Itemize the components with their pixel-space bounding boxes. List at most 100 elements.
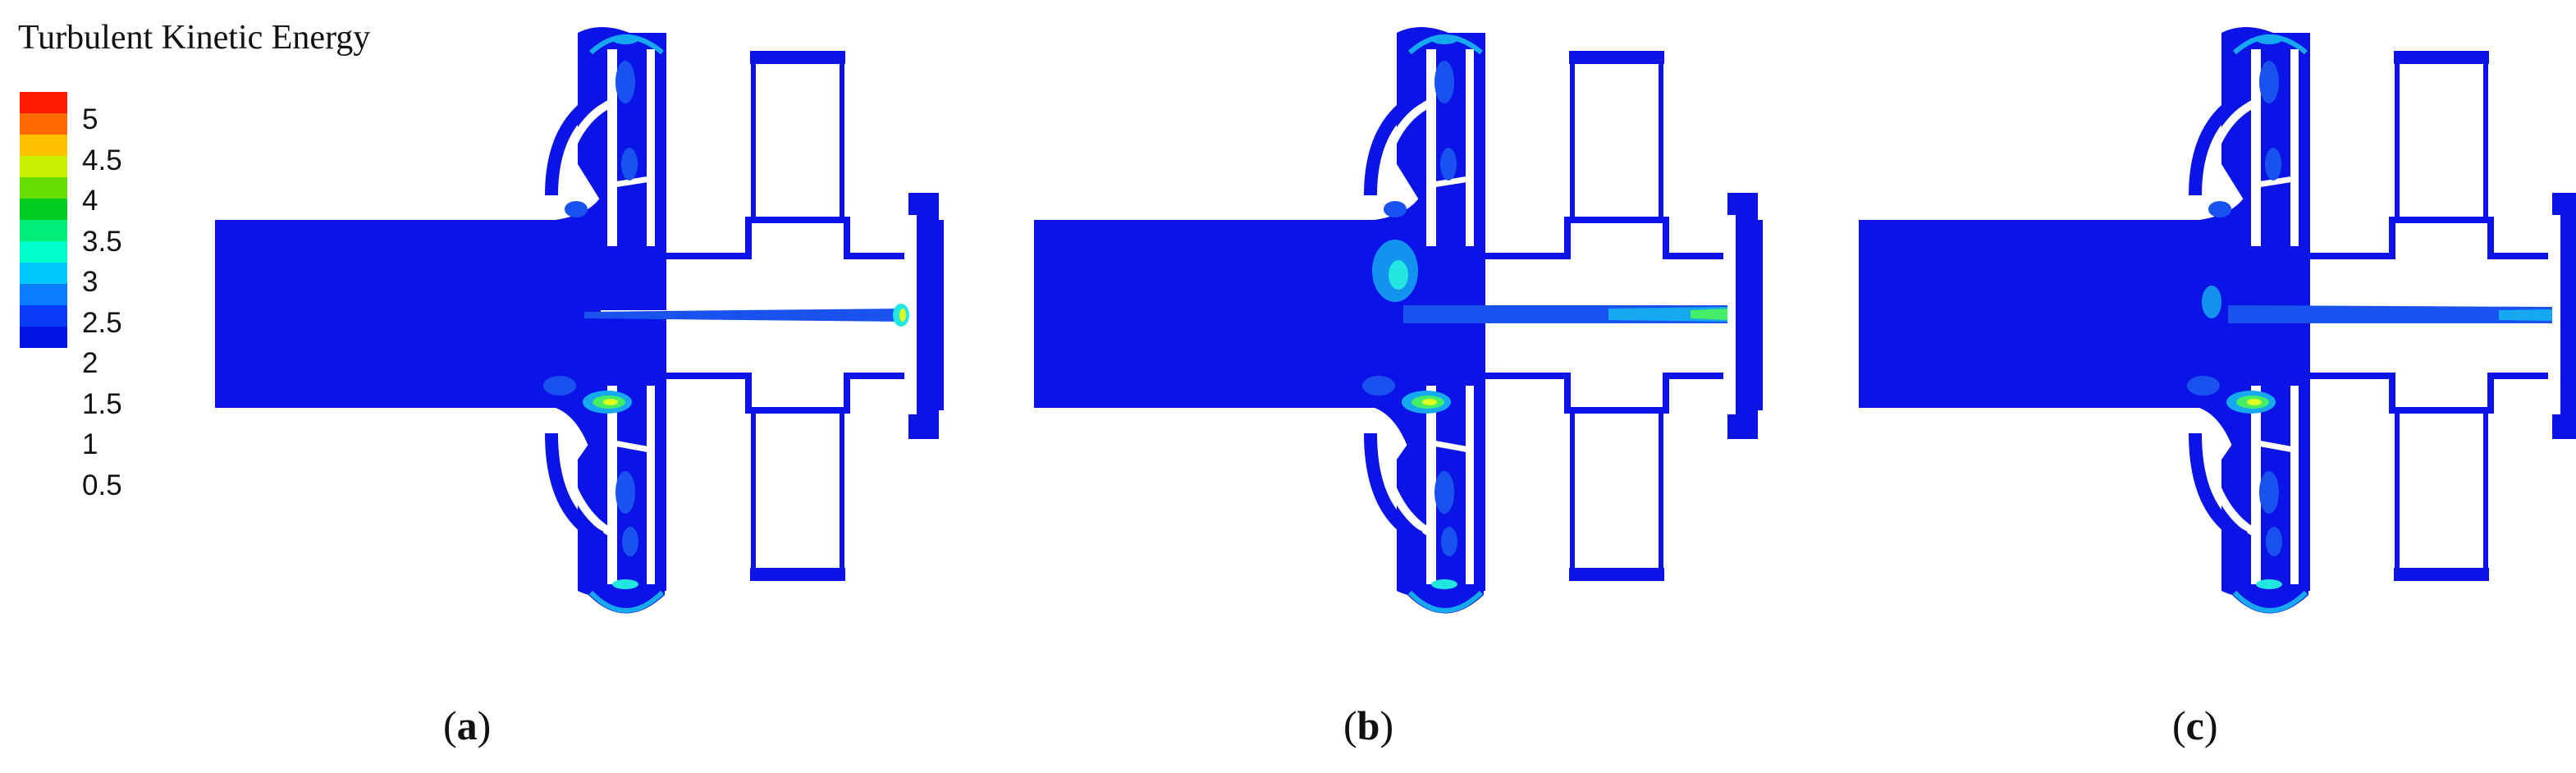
eddy-cyan bbox=[1431, 579, 1457, 589]
legend-swatch bbox=[20, 241, 67, 263]
rear-housing-top bbox=[2395, 64, 2488, 220]
eddy-cyan bbox=[612, 34, 638, 44]
eddy bbox=[1362, 376, 1395, 396]
eddy bbox=[565, 201, 588, 217]
rear-casing-outline bbox=[1484, 217, 1723, 414]
rear-housing-top-bar bbox=[1569, 51, 1664, 64]
eddy-cyan bbox=[2256, 579, 2282, 589]
panel-c bbox=[1859, 27, 2576, 614]
eddy-cyan bbox=[1431, 34, 1457, 44]
shaft-jet-hot bbox=[1691, 309, 1727, 320]
volute-bottom-rim bbox=[1407, 590, 1484, 613]
legend-swatch bbox=[20, 327, 67, 348]
eddy bbox=[1441, 527, 1457, 556]
blade-gap-lower bbox=[607, 386, 617, 584]
eddy bbox=[621, 148, 638, 181]
eddy bbox=[2259, 471, 2279, 514]
shaft-flange bbox=[1727, 193, 1763, 439]
legend-tick-label: 3.5 bbox=[82, 225, 122, 258]
caption-b: (b) bbox=[1343, 702, 1394, 748]
blade-stub-upper bbox=[2257, 176, 2295, 188]
legend-tick-label: 1.5 bbox=[82, 387, 122, 420]
shaft-jet-mid bbox=[2499, 309, 2552, 321]
rear-housing-bottom-bar bbox=[2394, 568, 2489, 581]
eye-hotspot-core bbox=[1422, 399, 1437, 405]
eddy bbox=[2259, 61, 2279, 103]
blade-curve-lower bbox=[556, 430, 615, 537]
legend-tick-label: 4 bbox=[82, 185, 98, 217]
shaft-jet bbox=[584, 309, 904, 322]
blade-gap-lower-2 bbox=[647, 386, 655, 584]
panel-b bbox=[1034, 27, 1763, 614]
caption-c: (c) bbox=[2172, 702, 2218, 748]
eddy-cyan bbox=[2256, 34, 2282, 44]
inlet-vortex bbox=[2202, 286, 2221, 318]
eddy bbox=[2208, 201, 2231, 217]
blade-gap-lower bbox=[1426, 386, 1436, 584]
caption-label-c: c bbox=[2185, 702, 2204, 748]
eddy-cyan bbox=[612, 579, 638, 589]
blade-gap-upper-2 bbox=[647, 49, 655, 246]
rear-housing-bottom-bar bbox=[750, 568, 845, 581]
eddy bbox=[2187, 376, 2220, 396]
rear-housing-bottom-bar bbox=[1569, 568, 1664, 581]
eddy bbox=[1434, 471, 1454, 514]
legend-swatch bbox=[20, 263, 67, 284]
front-shroud-lower bbox=[545, 432, 604, 544]
eddy bbox=[2266, 527, 2282, 556]
legend-tick-label: 0.5 bbox=[82, 469, 122, 501]
rear-housing-top bbox=[1570, 64, 1663, 220]
blade-curve-lower bbox=[1375, 430, 1434, 537]
shaft-flange bbox=[908, 193, 944, 439]
blade-curve-upper bbox=[2199, 98, 2258, 198]
blade-stub-lower bbox=[613, 440, 651, 453]
legend-swatch bbox=[20, 92, 67, 113]
legend-tick-label: 2 bbox=[82, 347, 98, 379]
eddy bbox=[2265, 148, 2281, 181]
rear-casing-outline bbox=[2308, 217, 2548, 414]
blade-gap-lower bbox=[2251, 386, 2261, 584]
legend-tick-label: 1 bbox=[82, 428, 98, 460]
legend-swatch bbox=[20, 220, 67, 241]
caption-a: (a) bbox=[443, 702, 492, 748]
shaft-flange bbox=[2552, 193, 2576, 439]
legend-swatch bbox=[20, 113, 67, 135]
volute-bottom-rim bbox=[588, 590, 665, 613]
inlet-vortex-core bbox=[1389, 260, 1408, 290]
front-shroud-upper bbox=[2189, 90, 2248, 196]
inlet-pipe bbox=[1859, 197, 2244, 492]
blade-curve-upper bbox=[556, 98, 615, 198]
blade-gap-lower-2 bbox=[2290, 386, 2299, 584]
eddy bbox=[1384, 201, 1407, 217]
legend-tick-label: 4.5 bbox=[82, 144, 122, 176]
eye-hotspot-core bbox=[603, 399, 618, 405]
legend-tick-label: 5 bbox=[82, 103, 98, 135]
blade-gap-upper-2 bbox=[2290, 49, 2299, 246]
panel-a bbox=[215, 27, 944, 614]
blade-stub-upper bbox=[613, 176, 651, 188]
shaft-jet bbox=[2228, 305, 2552, 323]
legend-tick-label: 3 bbox=[82, 266, 98, 298]
blade-curve-lower bbox=[2199, 430, 2258, 537]
caption-label-b: b bbox=[1357, 702, 1380, 748]
rear-housing-top bbox=[751, 64, 844, 220]
rear-housing-top-bar bbox=[750, 51, 845, 64]
eddy bbox=[615, 471, 635, 514]
front-shroud-lower bbox=[2189, 432, 2248, 544]
legend-swatch bbox=[20, 156, 67, 177]
blade-gap-upper bbox=[607, 49, 617, 246]
legend-swatch bbox=[20, 305, 67, 327]
inlet-pipe bbox=[215, 197, 601, 492]
caption-label-a: a bbox=[456, 702, 478, 748]
rear-housing-top-bar bbox=[2394, 51, 2489, 64]
eddy bbox=[622, 527, 638, 556]
legend-swatch bbox=[20, 284, 67, 305]
blade-stub-lower bbox=[2257, 440, 2295, 453]
eddy bbox=[615, 61, 635, 103]
jet-hotspot-core bbox=[899, 309, 906, 322]
rear-housing-bottom bbox=[751, 410, 844, 568]
eye-hotspot-core bbox=[2247, 399, 2262, 405]
legend-swatch bbox=[20, 177, 67, 199]
legend-tick-label: 2.5 bbox=[82, 306, 122, 339]
